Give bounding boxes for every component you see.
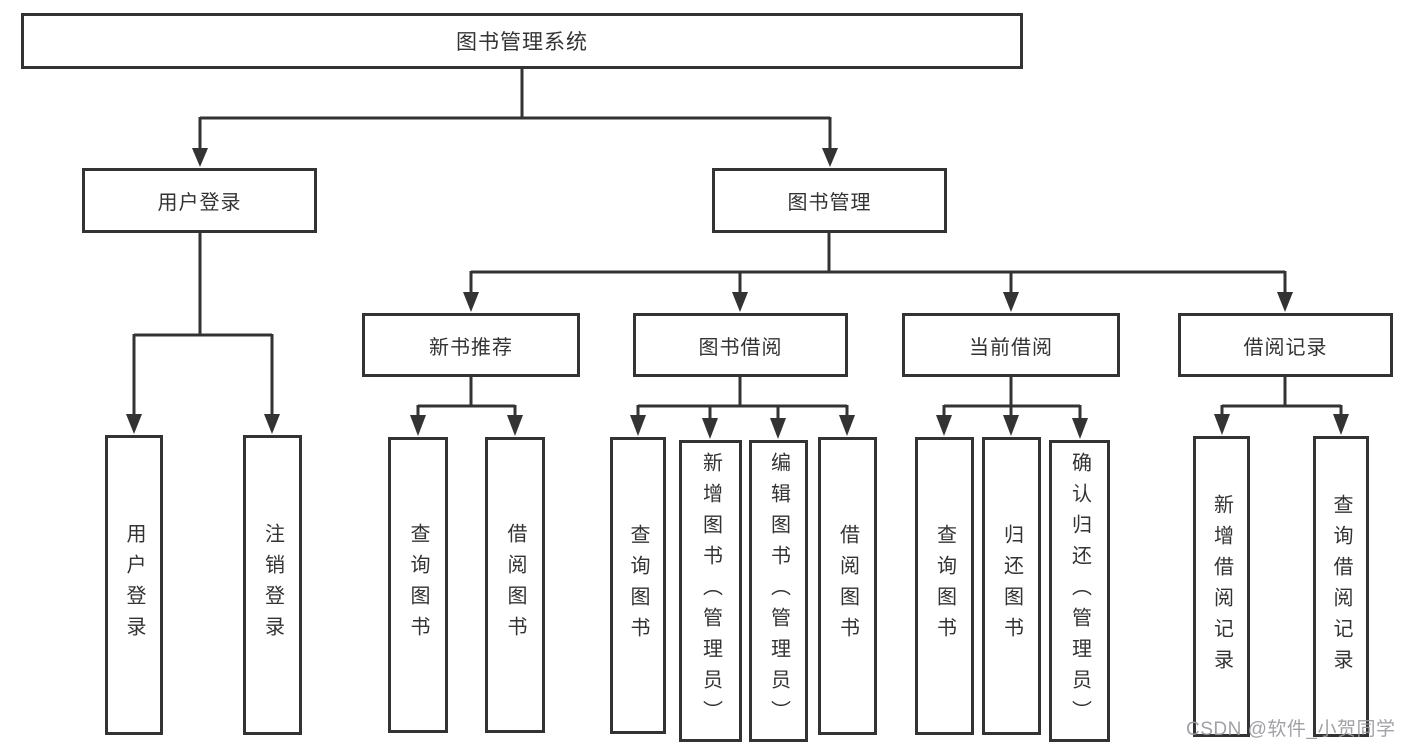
connector-user-login-children (132, 233, 274, 416)
leaf-edit-book-admin-label: 编辑图书（管理员） (767, 451, 790, 731)
arrowheads-current-borrow (936, 415, 1088, 439)
connector-current-borrow-children (942, 377, 1082, 420)
node-user-login: 用户登录 (82, 168, 317, 233)
leaf-user-login: 用户登录 (105, 435, 163, 735)
leaf-query-borrow-record: 查询借阅记录 (1313, 436, 1369, 737)
arrowheads-level2 (192, 148, 838, 167)
connector-new-book-children (416, 377, 517, 417)
leaf-query-books-3: 查询图书 (915, 437, 974, 735)
arrowheads-borrow-records (1214, 414, 1349, 435)
leaf-add-book-admin-label: 新增图书（管理员） (699, 451, 722, 731)
leaf-query-books-1-label: 查询图书 (407, 523, 429, 647)
node-book-borrow-label: 图书借阅 (698, 336, 783, 359)
connector-borrow-records-children (1220, 377, 1343, 416)
node-user-login-label: 用户登录 (157, 192, 242, 214)
connector-book-borrow-children (636, 377, 849, 420)
leaf-logout-label: 注销登录 (261, 523, 284, 647)
leaf-return-book: 归还图书 (982, 437, 1041, 735)
connector-book-management-to-level3 (469, 233, 1287, 294)
leaf-confirm-return-admin-label: 确认归还（管理员） (1068, 451, 1091, 731)
connector-root-to-level2 (198, 69, 832, 149)
leaf-query-books-1: 查询图书 (388, 437, 448, 733)
leaf-borrow-books-2-label: 借阅图书 (836, 524, 859, 648)
leaf-user-login-label: 用户登录 (123, 523, 145, 647)
node-new-book-recommend-label: 新书推荐 (429, 336, 513, 359)
leaf-borrow-books-2: 借阅图书 (818, 437, 877, 735)
node-current-borrow: 当前借阅 (902, 313, 1120, 377)
arrowheads-book-borrow (630, 415, 855, 439)
leaf-add-book-admin: 新增图书（管理员） (679, 440, 742, 742)
leaf-query-books-2-label: 查询图书 (627, 523, 649, 648)
leaf-add-borrow-record-label: 新增借阅记录 (1210, 493, 1233, 680)
node-current-borrow-label: 当前借阅 (969, 336, 1053, 359)
leaf-query-books-2: 查询图书 (610, 437, 666, 734)
leaf-query-books-3-label: 查询图书 (933, 524, 956, 648)
node-book-borrow: 图书借阅 (633, 313, 848, 377)
leaf-logout: 注销登录 (243, 435, 302, 735)
arrowheads-level3 (463, 292, 1293, 312)
node-book-management: 图书管理 (712, 168, 947, 233)
leaf-borrow-books-1: 借阅图书 (485, 437, 545, 733)
node-book-management-label: 图书管理 (787, 192, 872, 214)
leaf-query-borrow-record-label: 查询借阅记录 (1330, 493, 1352, 680)
leaf-confirm-return-admin: 确认归还（管理员） (1049, 440, 1110, 742)
leaf-return-book-label: 归还图书 (1000, 524, 1023, 648)
node-root-label: 图书管理系统 (456, 31, 588, 54)
watermark: CSDN @软件_小贺同学 (1186, 719, 1396, 740)
node-borrow-records: 借阅记录 (1178, 313, 1393, 377)
arrowheads-user-login (126, 414, 280, 434)
node-new-book-recommend: 新书推荐 (362, 313, 580, 377)
leaf-add-borrow-record: 新增借阅记录 (1193, 436, 1250, 737)
node-root: 图书管理系统 (21, 13, 1023, 69)
leaf-edit-book-admin: 编辑图书（管理员） (749, 440, 808, 742)
node-borrow-records-label: 借阅记录 (1243, 336, 1328, 359)
arrowheads-new-book (410, 415, 523, 436)
leaf-borrow-books-1-label: 借阅图书 (504, 523, 526, 647)
